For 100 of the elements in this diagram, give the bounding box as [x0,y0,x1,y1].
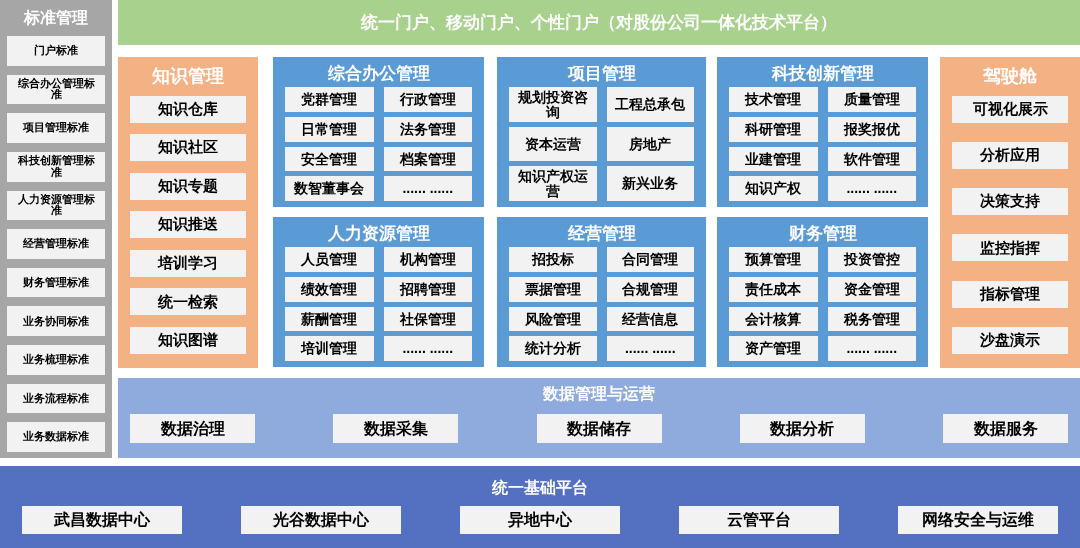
function-item: 数据采集 [333,414,459,443]
function-item: 业务协同标准 [7,306,105,337]
function-item: 机构管理 [383,247,472,272]
panel-title: 经营管理 [566,223,637,245]
module-panel [0,466,1080,548]
function-item: 财务管理标准 [7,267,105,298]
function-item: 知识产权 [729,176,818,201]
function-item: 档案管理 [383,146,472,172]
function-item: 软件管理 [827,146,916,172]
module-panel [118,378,1080,458]
function-item: 人员管理 [285,247,374,272]
module-panel [940,57,1080,368]
module-panel [717,217,928,367]
function-item: 绩效管理 [285,276,374,302]
function-item: 资产管理 [729,336,818,361]
module-panel [717,57,928,207]
function-item: 数据储存 [536,414,662,443]
function-item: ...... ...... [606,336,694,361]
function-item: 科技创新管理标准 [7,151,105,182]
function-item: 责任成本 [729,276,818,302]
function-item: ...... ...... [827,336,916,361]
function-item: 统计分析 [509,336,597,361]
panel-title: 数据管理与运营 [542,384,656,404]
function-item: 安全管理 [285,146,374,172]
function-item: 数智董事会 [285,176,374,201]
function-item: 门户标准 [7,36,105,66]
function-item: 预算管理 [729,247,818,272]
function-item: 数据服务 [943,414,1068,443]
panel-title: 科技创新管理 [770,63,875,85]
module-panel [0,0,112,458]
function-item: 质量管理 [827,87,916,112]
function-item: 招投标 [509,247,597,272]
function-item: 知识推送 [130,211,246,239]
function-item: 科研管理 [729,116,818,142]
module-panel [118,57,258,368]
function-item: 党群管理 [285,87,374,112]
function-item: 经营信息 [606,306,694,332]
function-item: 人力资源管理标准 [7,190,105,221]
function-item: ...... ...... [383,176,472,201]
function-item: 资金管理 [827,276,916,302]
module-panel [497,217,706,367]
function-item: 经营管理标准 [7,229,105,259]
function-item: 票据管理 [509,276,597,302]
function-item: 监控指挥 [952,234,1068,262]
function-item: 招聘管理 [383,276,472,302]
panel-title: 统一基础平台 [490,478,589,498]
function-item: 可视化展示 [952,95,1068,123]
function-item: 网络安全与运维 [898,506,1058,534]
function-item: 培训学习 [130,249,246,277]
function-item: 业务梳理标准 [7,345,105,375]
function-item: 房地产 [606,126,694,162]
function-item: 培训管理 [285,336,374,361]
function-item: 工程总承包 [606,87,694,122]
function-item: 沙盘演示 [952,327,1068,354]
function-item: 指标管理 [952,280,1068,308]
function-item: 风险管理 [509,306,597,332]
panel-title: 综合办公管理 [326,63,431,85]
function-item: 综合办公管理标准 [7,74,105,105]
function-item: 资本运营 [509,126,597,162]
function-item: 统一检索 [130,288,246,316]
function-item: 数据治理 [130,414,255,443]
panel-title: 驾驶舱 [982,65,1038,88]
panel-title: 财务管理 [787,223,858,245]
function-item: 武昌数据中心 [22,506,182,534]
function-item: 知识专题 [130,172,246,200]
function-item: 税务管理 [827,306,916,332]
function-item: 知识图谱 [130,326,246,354]
function-item: 知识产权运营 [509,166,597,201]
function-item: ...... ...... [827,176,916,201]
function-item: 云管平台 [679,506,839,534]
portal-banner [118,0,1080,45]
function-item: 合规管理 [606,276,694,302]
function-item: 业建管理 [729,146,818,172]
function-item: 知识仓库 [130,95,246,123]
function-item: 数据分析 [739,414,865,443]
function-item: 新兴业务 [606,166,694,201]
function-item: 业务数据标准 [7,422,105,453]
function-item: 规划投资咨询 [509,87,597,122]
module-panel [273,57,484,207]
function-item: 光谷数据中心 [241,506,401,534]
function-item: 会计核算 [729,306,818,332]
function-item: 业务流程标准 [7,383,105,414]
panel-title: 知识管理 [151,65,225,88]
function-item: 合同管理 [606,247,694,272]
function-item: 分析应用 [952,141,1068,169]
function-item: 投资管控 [827,247,916,272]
module-panel [497,57,706,207]
panel-title: 统一门户、移动门户、个性门户（对股份公司一体化技术平台） [360,11,838,34]
function-item: 决策支持 [952,188,1068,216]
function-item: ...... ...... [383,336,472,361]
function-item: 法务管理 [383,116,472,142]
function-item: 社保管理 [383,306,472,332]
module-panel [273,217,484,367]
function-item: 日常管理 [285,116,374,142]
panel-title: 项目管理 [566,63,637,85]
function-item: 薪酬管理 [285,306,374,332]
function-item: 项目管理标准 [7,113,105,143]
panel-title: 标准管理 [22,8,89,28]
function-item: 异地中心 [460,506,620,534]
function-item: 报奖报优 [827,116,916,142]
